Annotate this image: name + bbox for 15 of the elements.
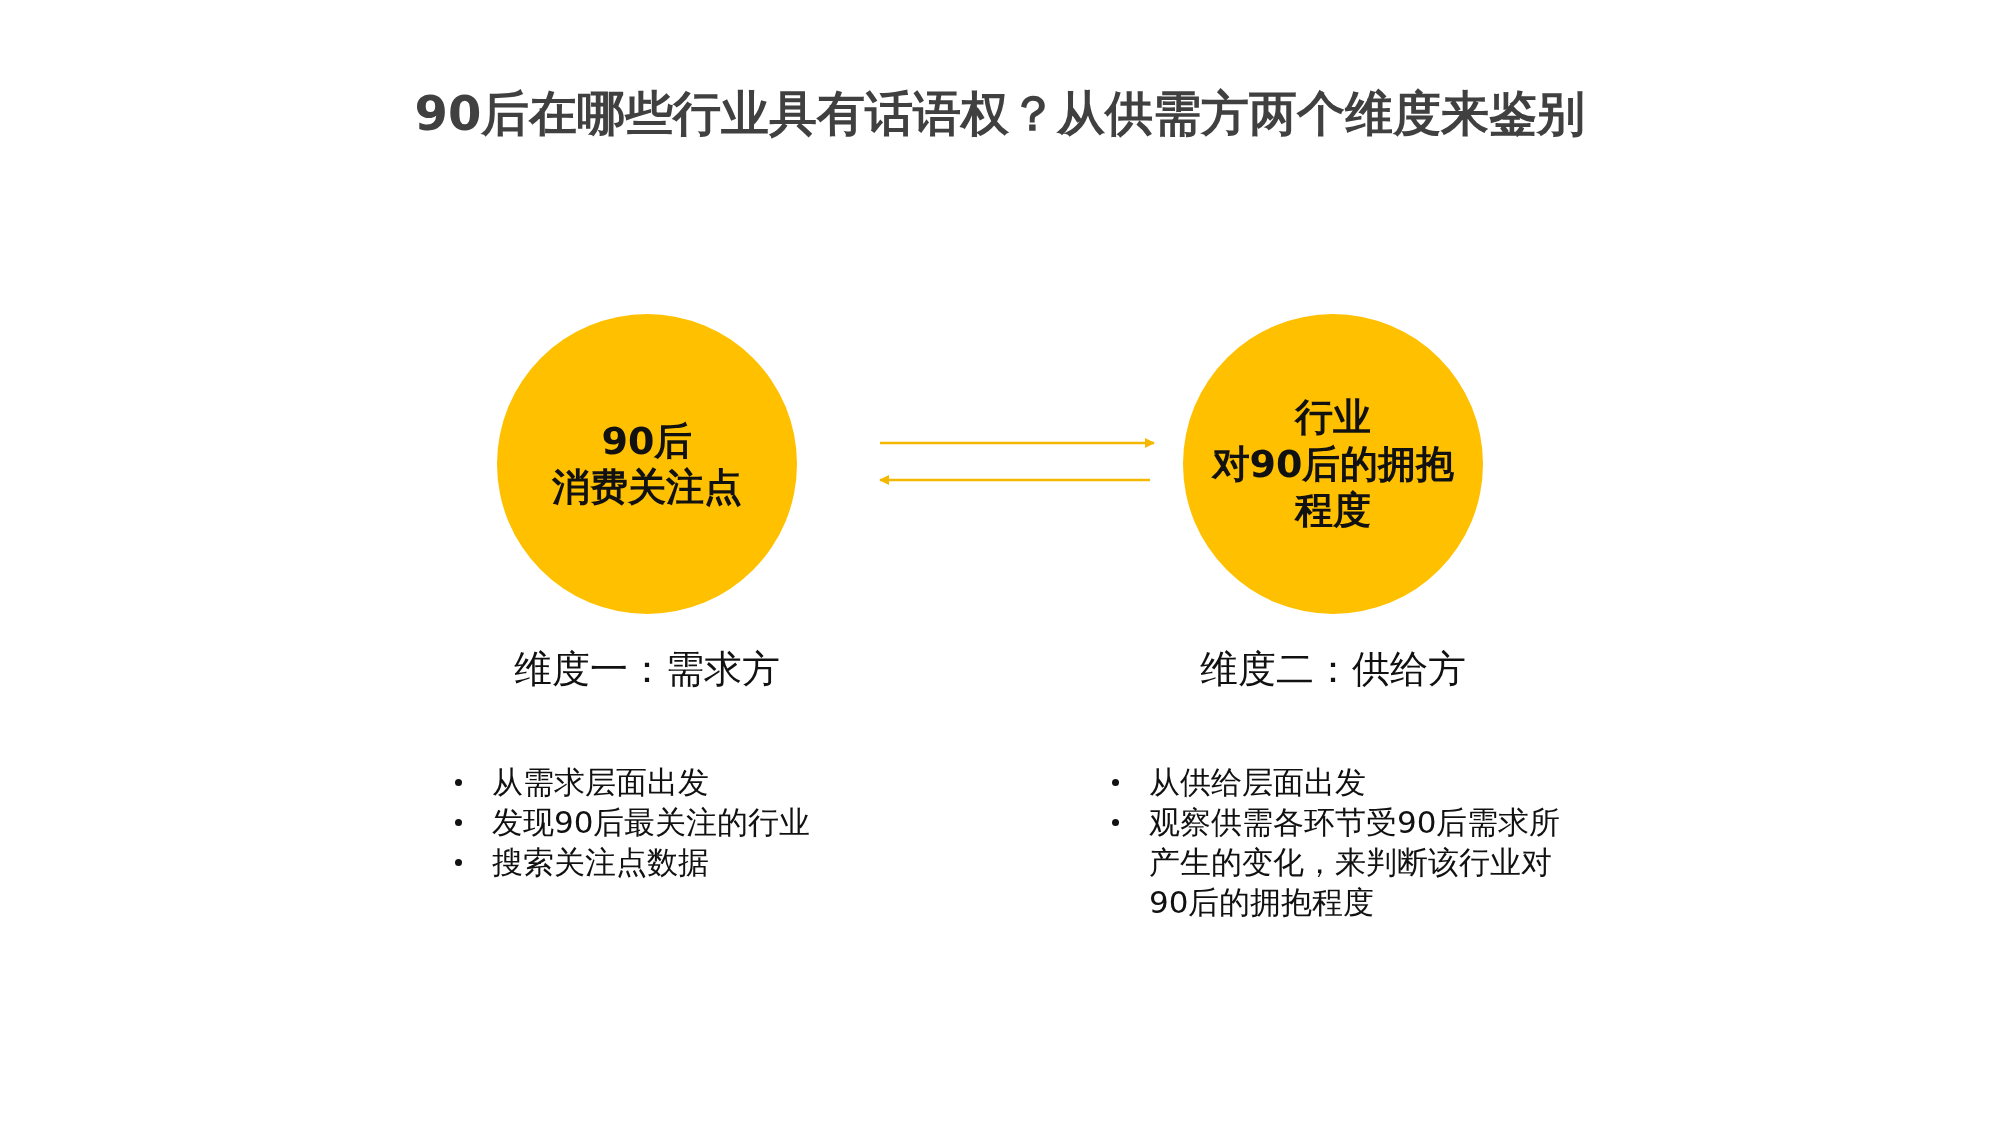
bullet-text: 从需求层面出发 bbox=[492, 763, 710, 802]
bullet-text: 从供给层面出发 bbox=[1149, 763, 1367, 802]
title: 90后在哪些行业具有话语权？从供需方两个维度来鉴别 bbox=[413, 84, 1587, 143]
bullet-text: 发现90后最关注的行业 bbox=[492, 803, 812, 842]
arrow bbox=[879, 475, 1150, 485]
node-text: 90后 bbox=[601, 417, 693, 464]
bullet-text: 观察供需各环节受90后需求所产生的变化，来判断该行业对90后的拥抱程度 bbox=[1149, 803, 1562, 922]
dimension-label: 维度二：供给方 bbox=[1199, 646, 1467, 693]
node-text: 程度 bbox=[1295, 487, 1371, 534]
dimension-label: 维度一：需求方 bbox=[513, 646, 781, 693]
bullet-text: 搜索关注点数据 bbox=[492, 843, 710, 882]
node-text: 行业 bbox=[1295, 394, 1371, 441]
node-text: 消费关注点 bbox=[552, 464, 742, 511]
arrow bbox=[880, 438, 1155, 448]
node-text: 对90后的拥抱 bbox=[1211, 440, 1455, 488]
